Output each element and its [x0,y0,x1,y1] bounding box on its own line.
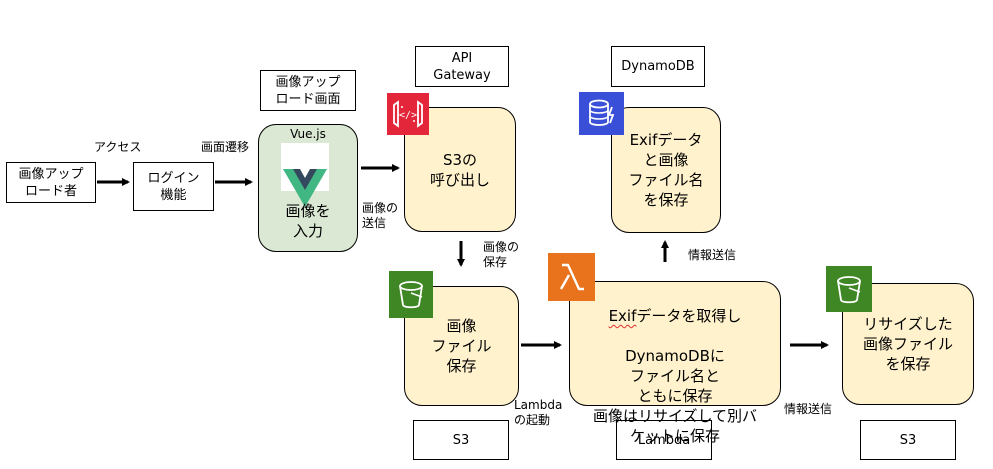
edge-label-lambda-start: Lambda の起動 [514,398,563,427]
svg-text:</>: </> [399,110,417,121]
vue-input-box: Vue.js 画像を 入力 [258,124,358,252]
edge-label-image-store: 画像の 保存 [483,240,520,269]
login-box: ログイン 機能 [133,162,214,211]
api-gateway-label: API Gateway [415,46,509,87]
vue-input-text: 画像を 入力 [285,202,331,240]
s3-label-1: S3 [413,420,509,460]
dynamodb-label: DynamoDB [611,46,705,87]
s3-call-box: S3の 呼び出し [404,107,516,232]
exif-save-box: Exifデータ と画像 ファイル名 を保存 [611,107,721,233]
lambda-process-exif: Exif [608,307,637,325]
edge-label-info-send-right: 情報送信 [784,402,833,416]
lambda-icon [548,253,595,301]
edge-label-image-send: 画像の 送信 [362,201,399,230]
lambda-process-text: DynamoDBに ファイル名と ともに保存 画像はリサイズして別バ ケットに保… [592,347,758,445]
uploader-box: 画像アップ ロード者 [6,162,96,203]
dynamodb-icon [579,92,624,135]
upload-screen-label: 画像アップ ロード画面 [260,70,356,111]
vue-logo-icon [281,143,329,207]
edge-label-access: アクセス [94,140,142,154]
api-gateway-icon: </> [387,93,429,135]
lambda-label: Lambda [616,420,712,460]
s3-bucket-icon [389,271,433,318]
s3-bucket-icon [826,266,872,312]
s3-label-2: S3 [860,420,956,460]
edge-label-screen-transition: 画面遷移 [201,140,250,154]
edge-label-info-send-up: 情報送信 [688,248,737,262]
vue-label: Vue.js [290,127,326,141]
lambda-process-box: Exifデータを取得し DynamoDBに ファイル名と ともに保存 画像はリサ… [569,281,781,445]
lambda-process-line1: データを取得し [636,307,742,325]
